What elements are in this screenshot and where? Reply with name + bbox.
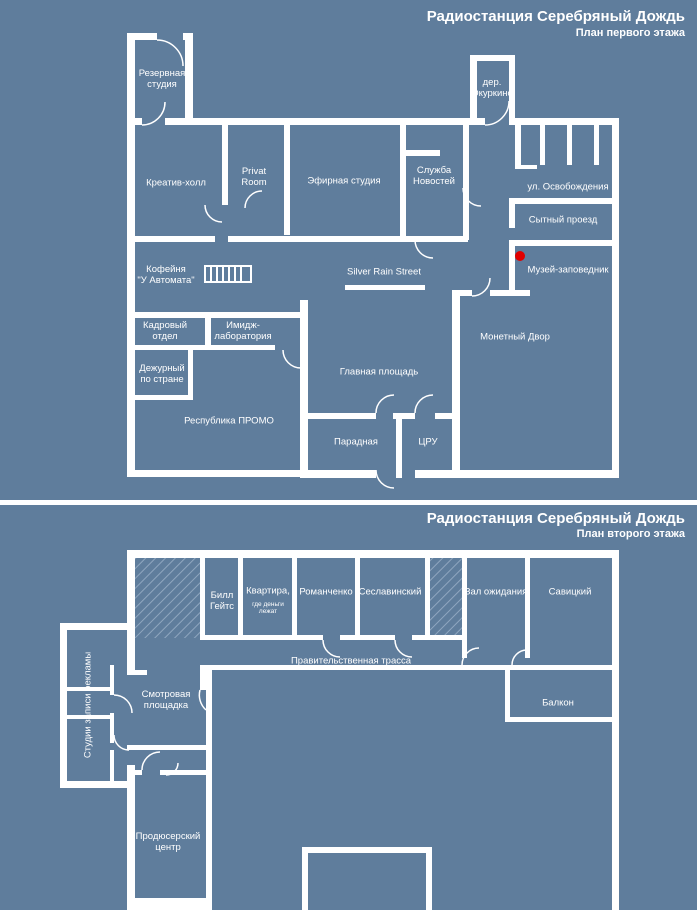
- room-bill-gates-label: Билл Гейтс: [209, 590, 235, 612]
- floor1-plan-sheet: Радиостанция Серебряный Дождь План перво…: [0, 0, 697, 500]
- room-duty-officer-label: Дежурный по стране: [139, 363, 185, 385]
- room-silver-rain-street: Silver Rain Street: [347, 266, 421, 278]
- room-reserve-studio-label: Резервная студия: [138, 68, 186, 90]
- room-seslavinsky: Сеславинский: [358, 586, 422, 598]
- room-cru: ЦРУ: [418, 436, 438, 448]
- room-museum: Музей-заповедник: [527, 264, 609, 276]
- floor2-title: Радиостанция Серебряный Дождь: [426, 510, 685, 527]
- room-romanchenko: Романченко: [299, 586, 353, 598]
- floor1-title: Радиостанция Серебряный Дождь: [426, 8, 685, 25]
- room-news-service: Служба Новостей: [413, 165, 455, 187]
- room-okurkino: дер. Окуркино: [471, 77, 513, 99]
- room-sytny-proezd: Сытный проезд: [528, 214, 598, 226]
- room-creative-hall: Креатив-холл: [146, 177, 206, 189]
- room-main-square: Главная площадь: [339, 366, 419, 378]
- room-waiting-hall: Зал ожидания: [464, 586, 528, 598]
- room-hr-dept-label: Кадровый отдел: [142, 320, 188, 342]
- room-ad-recording-studios: Студии записи рекламы: [82, 651, 94, 759]
- floor2-walls: [60, 550, 619, 910]
- room-balcony: Балкон: [542, 697, 574, 709]
- room-promo: Республика ПРОМО: [184, 415, 274, 427]
- room-image-lab: Имидж- лаборатория: [214, 320, 271, 342]
- room-privat: Privat Room: [241, 166, 266, 188]
- room-kvartira-sub: где деньги лежат: [252, 601, 284, 615]
- room-osvobozhdeniya: ул. Освобождения: [527, 181, 609, 193]
- location-marker: [515, 251, 525, 261]
- room-producer-center-label: Продюсерский центр: [135, 831, 201, 853]
- room-paradnaya: Парадная: [334, 436, 378, 448]
- room-bill-gates: Билл Гейтс: [210, 590, 234, 612]
- room-news-service-label: Служба Новостей: [413, 165, 455, 187]
- room-onair-studio: Эфирная студия: [307, 175, 381, 187]
- sheet-separator: [0, 500, 697, 505]
- room-cafe-label: Кофейня "У Автомата": [137, 264, 195, 286]
- floor1-subtitle: План первого этажа: [575, 27, 685, 39]
- room-producer-center: Продюсерский центр: [136, 831, 201, 853]
- room-observation-deck: Смотровая площадка: [142, 689, 191, 711]
- floor2-plan-sheet: Радиостанция Серебряный Дождь План второ…: [0, 505, 697, 910]
- room-okurkino-label: дер. Окуркино: [471, 77, 513, 99]
- room-reserve-studio: Резервная студия: [139, 68, 186, 90]
- room-observation-deck-label: Смотровая площадка: [141, 689, 191, 711]
- room-government-route: Правительственная трасса: [290, 655, 412, 667]
- room-privat-label: Privat Room: [241, 166, 267, 188]
- room-kvartira-sub-label: где деньги лежат: [252, 601, 284, 615]
- room-monetny-dvor: Монетный Двор: [480, 331, 550, 343]
- room-duty-officer: Дежурный по стране: [139, 363, 184, 385]
- room-hr-dept: Кадровый отдел: [143, 320, 187, 342]
- room-savitsky: Савицкий: [548, 586, 592, 598]
- room-cafe: Кофейня "У Автомата": [137, 264, 194, 286]
- room-kvartira: Квартира,: [246, 585, 290, 597]
- room-image-lab-label: Имидж- лаборатория: [214, 320, 272, 342]
- floor2-subtitle: План второго этажа: [576, 528, 685, 540]
- floor1-walls: [127, 33, 619, 489]
